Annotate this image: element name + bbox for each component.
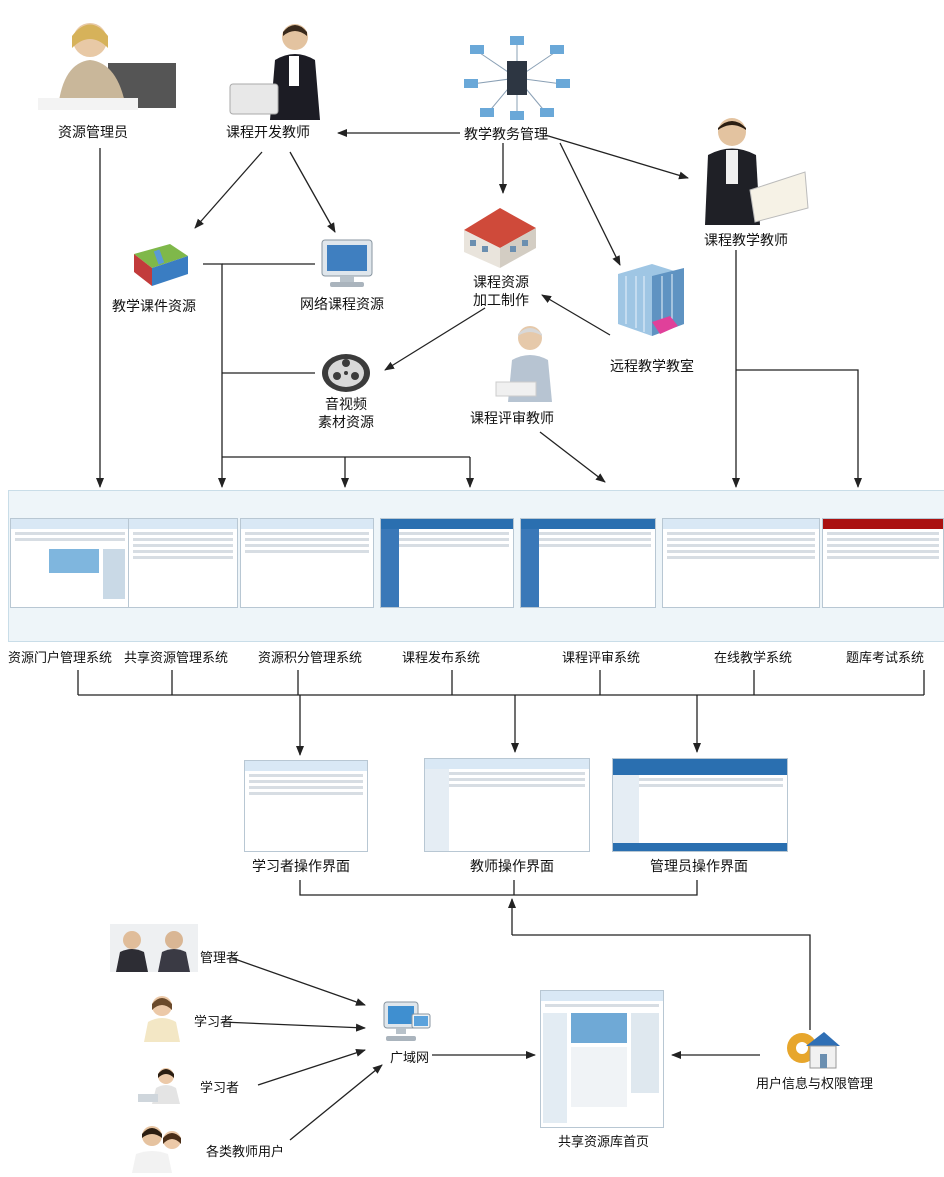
course-publish-system-screenshot xyxy=(380,518,514,608)
remote-classroom-building-icon xyxy=(612,262,690,342)
teacher-interface-screenshot xyxy=(424,758,590,852)
points-system-screenshot xyxy=(240,518,374,608)
learner1-label: 学习者 xyxy=(194,1015,234,1030)
courseware-book-icon xyxy=(130,240,192,290)
system-label-points: 资源积分管理系统 xyxy=(258,651,363,666)
production-building-icon xyxy=(460,200,540,270)
review-teacher-photo xyxy=(494,320,554,402)
av-material-label: 音视频 素材资源 xyxy=(300,396,392,432)
system-label-shared: 共享资源管理系统 xyxy=(124,651,229,666)
course-teaching-teacher-label: 课程教学教师 xyxy=(704,233,788,249)
teacher-users-photo xyxy=(128,1122,192,1173)
learner-interface-label: 学习者操作界面 xyxy=(252,859,350,875)
portal-system-screenshot xyxy=(10,518,130,608)
system-label-portal: 资源门户管理系统 xyxy=(8,651,113,666)
course-review-system-screenshot xyxy=(520,518,656,608)
wan-label: 广域网 xyxy=(390,1051,430,1066)
course-dev-teacher-photo xyxy=(225,12,335,120)
homepage-screenshot xyxy=(540,990,664,1128)
system-label-exam: 题库考试系统 xyxy=(846,651,925,666)
network-course-monitor-icon xyxy=(318,238,376,290)
production-label-line1: 课程资源 xyxy=(473,275,529,291)
house-gear-icon xyxy=(782,1024,840,1070)
auth-label: 用户信息与权限管理 xyxy=(756,1077,874,1092)
av-material-line1: 音视频 xyxy=(325,397,367,413)
av-material-line2: 素材资源 xyxy=(318,415,374,431)
resource-admin-photo xyxy=(38,8,178,116)
teacher-users-label: 各类教师用户 xyxy=(206,1145,285,1160)
system-label-publish: 课程发布系统 xyxy=(402,651,481,666)
network-course-label: 网络课程资源 xyxy=(300,297,384,313)
academic-admin-label: 教学教务管理 xyxy=(464,127,548,143)
production-label: 课程资源 加工制作 xyxy=(466,274,536,310)
film-reel-icon xyxy=(320,352,372,394)
online-teaching-system-screenshot xyxy=(662,518,820,608)
resource-admin-label: 资源管理员 xyxy=(58,125,128,141)
admin-interface-label: 管理员操作界面 xyxy=(650,859,748,875)
wan-computer-icon xyxy=(382,1000,432,1044)
production-label-line2: 加工制作 xyxy=(473,293,529,309)
course-dev-teacher-label: 课程开发教师 xyxy=(226,125,310,141)
courseware-label: 教学课件资源 xyxy=(112,299,196,315)
teacher-interface-label: 教师操作界面 xyxy=(470,859,554,875)
admin-interface-screenshot xyxy=(612,758,788,852)
course-teaching-teacher-photo xyxy=(700,110,810,225)
homepage-label: 共享资源库首页 xyxy=(558,1135,650,1150)
learner2-photo xyxy=(136,1064,190,1104)
network-server-icon xyxy=(462,36,572,121)
learner-interface-screenshot xyxy=(244,760,368,852)
remote-classroom-label: 远程教学教室 xyxy=(610,359,694,375)
exam-system-screenshot xyxy=(822,518,944,608)
review-teacher-label: 课程评审教师 xyxy=(470,411,554,427)
manager-label: 管理者 xyxy=(200,951,240,966)
learner2-label: 学习者 xyxy=(200,1081,240,1096)
learner1-photo xyxy=(138,990,186,1042)
system-label-review: 课程评审系统 xyxy=(562,651,641,666)
manager-photo xyxy=(110,924,198,972)
system-label-online: 在线教学系统 xyxy=(714,651,793,666)
shared-resource-system-screenshot xyxy=(128,518,238,608)
